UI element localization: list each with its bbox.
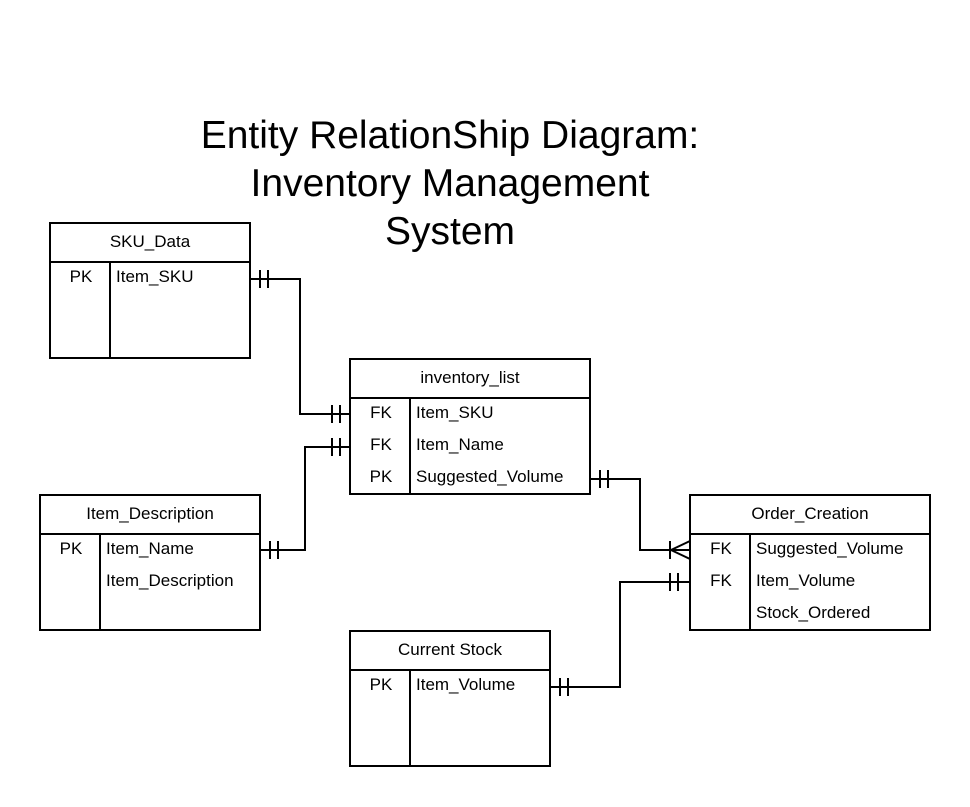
entity-header: Current Stock — [351, 632, 549, 671]
key-label: PK — [369, 467, 393, 486]
attribute-name: Suggested_Volume — [756, 539, 904, 558]
entity-order-creation: Order_Creation FK Suggested_Volume FK It… — [689, 494, 931, 631]
attribute-row: PK Suggested_Volume — [351, 463, 589, 495]
relationship-stock-to-order — [550, 573, 690, 696]
key-label: FK — [370, 403, 392, 422]
title-line-2: Inventory Management — [250, 162, 650, 205]
attribute-name: Item_SKU — [416, 403, 494, 422]
entity-current-stock: Current Stock PK Item_Volume — [349, 630, 551, 767]
key-label: FK — [710, 539, 732, 558]
key-column — [351, 399, 411, 493]
title-line-1: Entity RelationShip Diagram: — [200, 114, 700, 157]
relationship-inventory-to-order — [590, 470, 691, 560]
key-column — [51, 263, 111, 357]
key-column — [691, 535, 751, 629]
attribute-name: Item_SKU — [116, 267, 194, 286]
attribute-name: Item_Name — [106, 539, 194, 558]
attribute-row: Stock_Ordered — [691, 599, 929, 631]
entity-header: inventory_list — [351, 360, 589, 399]
entity-inventory-list: inventory_list FK Item_SKU FK Item_Name … — [349, 358, 591, 495]
key-label: PK — [59, 539, 83, 558]
attribute-row: FK Item_SKU — [351, 399, 589, 431]
key-label: FK — [370, 435, 392, 454]
attribute-row: FK Item_Volume — [691, 567, 929, 599]
relationship-description-to-inventory — [260, 438, 350, 559]
attribute-row: FK Suggested_Volume — [691, 535, 929, 567]
attribute-name: Item_Volume — [416, 675, 516, 694]
key-column — [351, 671, 411, 765]
attribute-name: Stock_Ordered — [756, 603, 871, 622]
entity-header: SKU_Data — [51, 224, 249, 263]
attribute-row: PK Item_Name — [41, 535, 259, 567]
attribute-row: Item_Description — [41, 567, 259, 599]
crowfoot-mark — [670, 549, 691, 560]
attribute-name: Item_Description — [106, 571, 234, 590]
attribute-row: FK Item_Name — [351, 431, 589, 463]
entity-item-description: Item_Description PK Item_Name Item_Descr… — [39, 494, 261, 631]
key-label: PK — [69, 267, 93, 286]
key-label: FK — [710, 571, 732, 590]
entity-header: Order_Creation — [691, 496, 929, 535]
relationship-sku-to-inventory — [250, 270, 350, 423]
entity-sku-data: SKU_Data PK Item_SKU — [49, 222, 251, 359]
diagram-title: Entity RelationShip Diagram: Inventory M… — [150, 112, 750, 256]
key-column — [41, 535, 101, 629]
entity-header: Item_Description — [41, 496, 259, 535]
attribute-name: Item_Volume — [756, 571, 856, 590]
attribute-name: Item_Name — [416, 435, 504, 454]
title-line-3: System — [384, 210, 516, 253]
attribute-row: PK Item_Volume — [351, 671, 549, 703]
crowfoot-mark — [670, 540, 691, 551]
key-label: PK — [369, 675, 393, 694]
attribute-name: Suggested_Volume — [416, 467, 564, 486]
attribute-row: PK Item_SKU — [51, 263, 249, 295]
